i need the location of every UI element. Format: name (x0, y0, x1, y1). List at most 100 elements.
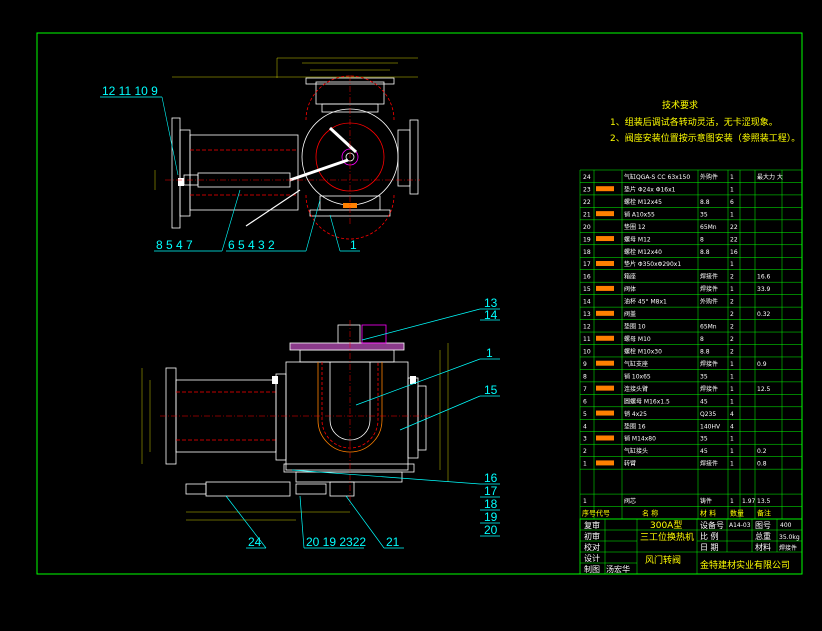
bom-row-name: 气缸QGA-S CC 63x150 (624, 173, 690, 181)
callout-17: 17 (484, 484, 498, 498)
bom-row-qty: 2 (730, 299, 734, 306)
callout-13: 13 (484, 296, 498, 310)
bom-row-no: 1 (583, 461, 587, 468)
bom-row-no: 12 (583, 324, 591, 331)
bom-row-no: 23 (583, 186, 591, 193)
bom-header-name: 名 称 (642, 509, 658, 518)
tb-design-check: 复审 (584, 520, 600, 530)
callout-12-11-10-9: 12 11 10 9 (102, 84, 158, 98)
bom-row-name: 气缸接头 (624, 447, 648, 455)
callout-20: 20 (484, 523, 498, 537)
part-code-fill (596, 410, 614, 416)
bom-row-material: 焊接件 (700, 385, 718, 393)
tb-name: 三工位换热机 (640, 531, 694, 543)
bom-row-qty: 2 (730, 348, 734, 355)
bom-row-qty: 1 (730, 261, 734, 268)
front-view (141, 320, 449, 521)
part-code-fill (596, 435, 614, 441)
notes-title: 技术要求 (662, 99, 698, 111)
bom-row-name: 箱座 (624, 273, 636, 281)
bom-row-material: 焊接件 (700, 285, 718, 293)
callout-1: 1 (486, 346, 493, 360)
tb-draw: 制图 (584, 564, 600, 574)
bom-header-material: 材 料 (700, 509, 716, 518)
bom-row-name: 阀体 (624, 285, 636, 293)
callout-15: 15 (484, 383, 498, 397)
bom-row-no: 20 (583, 224, 591, 231)
bom-row-no: 24 (583, 174, 591, 181)
bom-row-qty: 2 (730, 311, 734, 318)
callout-6-5-4-3-2: 6 5 4 3 2 (228, 238, 275, 252)
bom-row-qty: 4 (730, 411, 734, 418)
bom-row-material: 35 (700, 373, 708, 380)
bom-header-no: 序号 (582, 509, 596, 518)
bom-row-no: 7 (583, 386, 587, 393)
callouts-view2 (225, 308, 500, 549)
bom-row-name: 螺母 M10 (624, 335, 651, 343)
callout-16: 16 (484, 471, 498, 485)
tb-weight-val: 35.0kg (779, 534, 800, 541)
callout-20-19-23-22: 20 19 2322 (306, 535, 366, 549)
part-code-fill (596, 186, 614, 192)
bom-row-qty: 6 (730, 199, 734, 206)
bom-row-no: 21 (583, 211, 591, 218)
technical-notes: 技术要求 1、组装后调试各转动灵活，无卡涩现象。 2、阀座安装位置按示意图安装（… (610, 99, 800, 144)
bom-row-qty: 2 (730, 324, 734, 331)
bom-row-name: 垫圈 10 (624, 323, 646, 331)
callout-19: 19 (484, 510, 498, 524)
bom-last-total: 13.5 (757, 498, 771, 505)
bom-row-qty: 4 (730, 423, 734, 430)
bom-header-qty: 数量 (730, 509, 744, 518)
bom-row-qty: 1 (730, 448, 734, 455)
tb-drawing-no: A14-03 (729, 522, 751, 529)
bom-row-qty: 1 (730, 361, 734, 368)
bom-row-name: 螺栓 M12x40 (624, 248, 662, 256)
side-view-top (154, 57, 420, 240)
bom-row-note: 33.9 (757, 286, 771, 293)
bom-row-no: 4 (583, 423, 587, 430)
bom-row-material: 45 (700, 448, 708, 455)
bom-row-qty: 1 (730, 386, 734, 393)
bom-row-name: 连接头臂 (624, 385, 648, 393)
tb-model: 300A型 (650, 520, 682, 531)
callout-21: 21 (386, 535, 400, 549)
bom-row-qty: 1 (730, 398, 734, 405)
callout-1-view1: 1 (350, 238, 357, 252)
bom-row-no: 16 (583, 274, 591, 281)
bom-row-name: 销 4x25 (624, 410, 647, 418)
bom-row-no: 9 (583, 361, 587, 368)
bom-row-no: 2 (583, 448, 587, 455)
bom-row-material: Q235 (700, 411, 716, 418)
bom-row-name: 销 10x65 (624, 372, 651, 380)
bom-row-note: 0.2 (757, 448, 767, 455)
tb-scale-label: 比 例 (700, 531, 719, 541)
bom-row-material: 35 (700, 436, 708, 443)
part-code-fill (596, 211, 614, 217)
drawing-frame (36, 32, 803, 575)
bom-row-qty: 2 (730, 274, 734, 281)
bom-header-code: 代号 (596, 509, 610, 518)
bom-row-no: 3 (583, 436, 587, 443)
bom-row-qty: 22 (730, 236, 738, 243)
bom-row-qty: 1 (730, 186, 734, 193)
note-1: 1、组装后调试各转动灵活，无卡涩现象。 (610, 116, 778, 128)
callout-18: 18 (484, 497, 498, 511)
tb-figure-val: 400 (780, 522, 792, 529)
bom-row-material: 焊接件 (700, 273, 718, 281)
bom-row-no: 14 (583, 299, 591, 306)
bom-row-material: 8 (700, 336, 704, 343)
tb-date-label: 日 期 (700, 543, 719, 552)
bom-row-no: 8 (583, 373, 587, 380)
bom-row-qty: 1 (730, 461, 734, 468)
bom-row-material: 外购件 (700, 173, 718, 181)
bom-row-material: 焊接件 (700, 360, 718, 368)
bom-row-material: 8.8 (700, 249, 710, 256)
bom-row-material: 8.8 (700, 199, 710, 206)
bom-row-material: 8.8 (700, 348, 710, 355)
tb-design: 设计 (584, 553, 600, 563)
bom-row-no: 13 (583, 311, 591, 318)
callouts-view1: 12 11 10 9 8 5 4 7 6 5 4 3 2 1 (100, 84, 360, 252)
bom-row-name: 垫片 Φ350xΦ290x1 (624, 260, 681, 268)
